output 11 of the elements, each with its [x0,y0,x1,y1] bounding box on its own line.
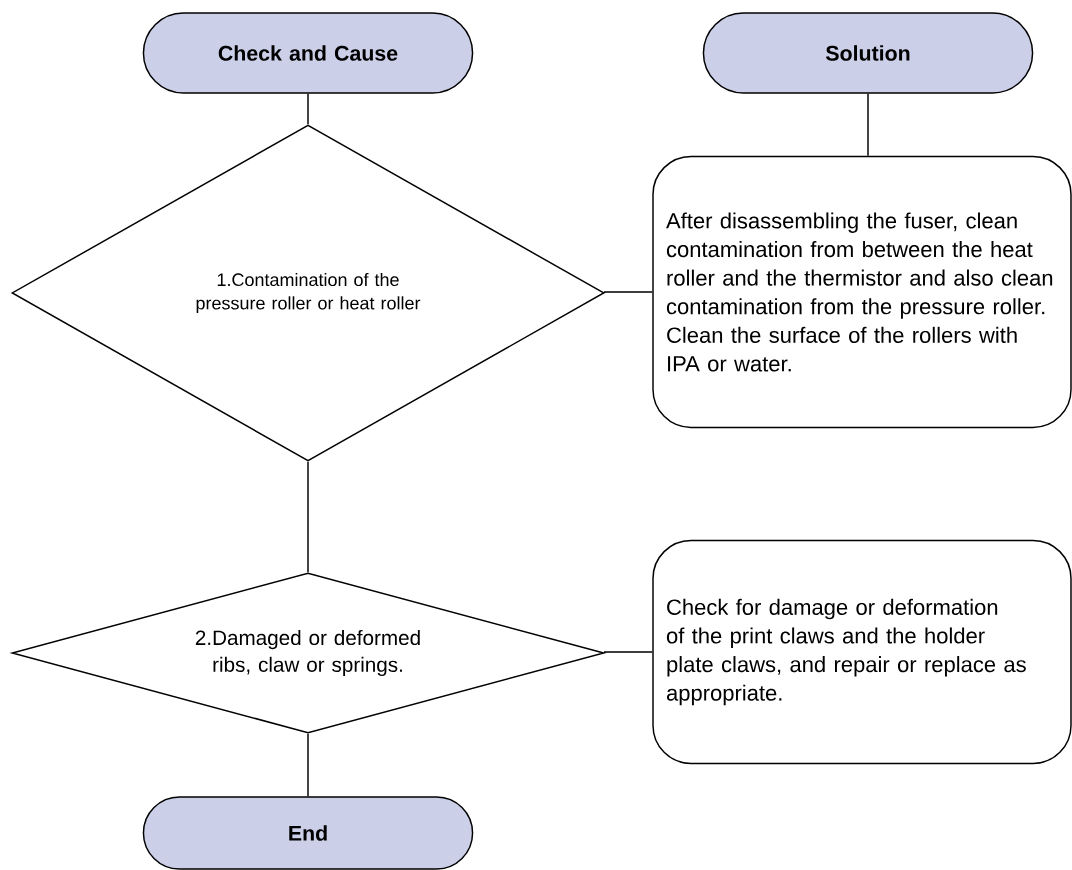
terminal-box: End [142,796,474,870]
connector-line [307,93,309,125]
connector-line [867,93,869,157]
terminal-box: Check and Cause [142,12,474,94]
process-box: Check for damage or deformation of the print claws and the holder plate claws, and repair or replace as appropriate. [652,539,1072,765]
connector-line [307,461,309,573]
connector-line [604,291,653,294]
connector-line [604,651,653,654]
process-box: After disassembling the fuser, clean contamination from between the heat roller and the thermistor and also clean contamination from the pressure roller. Clean the surface of the rollers with IPA or water. [652,155,1072,429]
terminal-box: Solution [702,12,1034,94]
connector-line [307,733,309,797]
